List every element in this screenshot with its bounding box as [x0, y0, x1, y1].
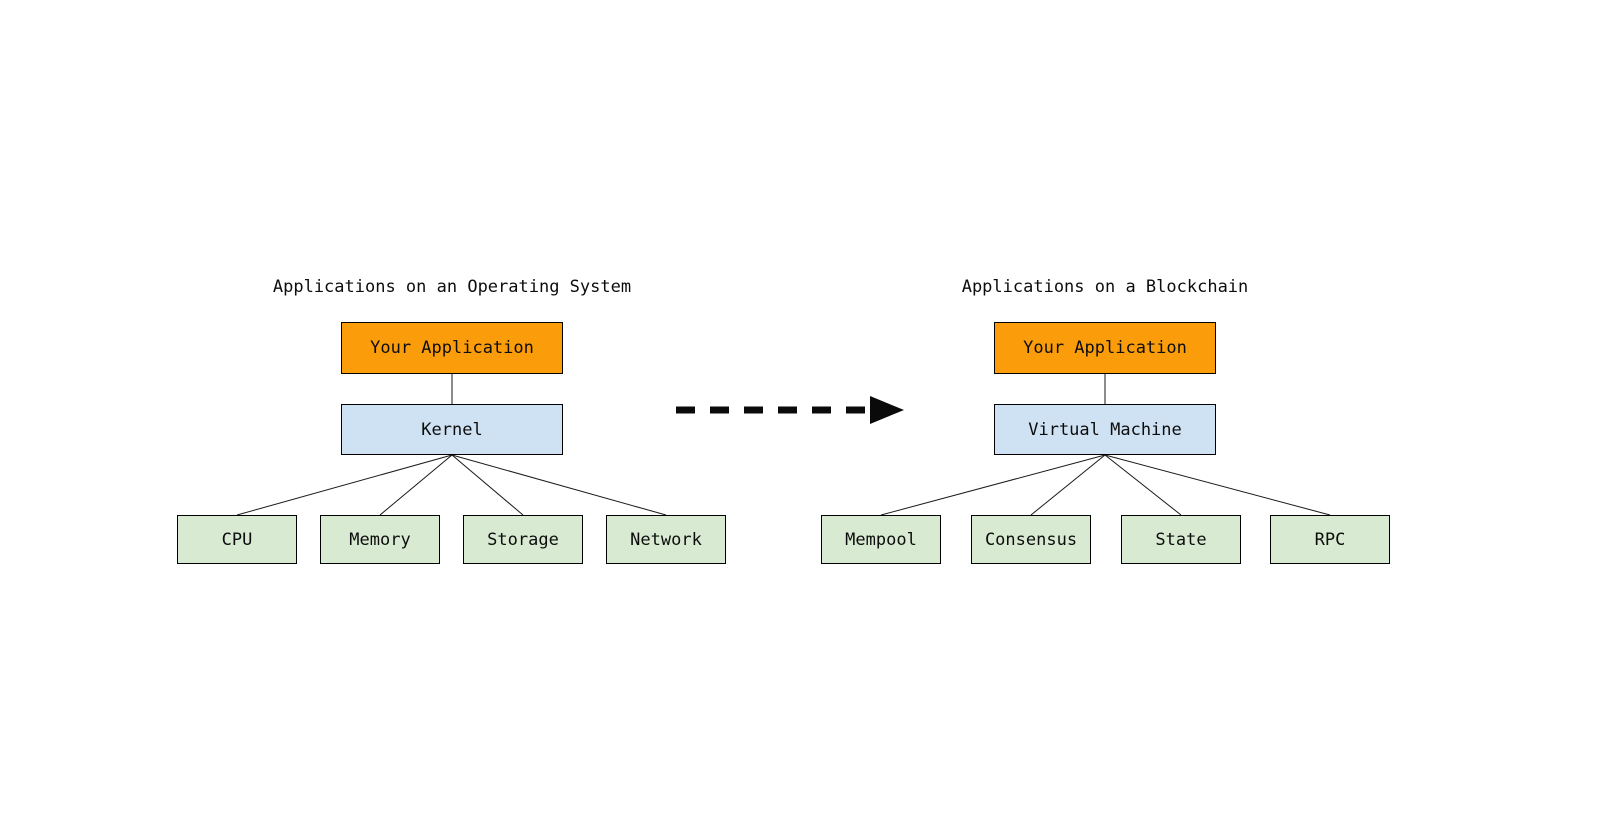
left-component-label-network: Network — [630, 529, 702, 550]
right-component-label-consensus: Consensus — [984, 529, 1078, 550]
left-fan-line-storage — [451, 454, 524, 516]
left-component-label-memory: Memory — [349, 529, 411, 550]
left-component-box-storage: Storage — [463, 515, 583, 564]
right-component-label-mempool: Mempool — [845, 529, 917, 550]
right-component-label-state: State — [1155, 529, 1207, 550]
left-kernel-label: Kernel — [421, 419, 483, 440]
right-your-application-label: Your Application — [1023, 338, 1187, 358]
right-component-box-mempool: Mempool — [821, 515, 941, 564]
left-component-label-storage: Storage — [487, 529, 559, 550]
right-diagram-title: Applications on a Blockchain — [961, 277, 1249, 297]
right-fan-line-rpc — [1104, 454, 1331, 516]
right-your-application-box: Your Application — [994, 322, 1216, 374]
left-fan-line-network — [451, 454, 667, 516]
right-component-box-consensus: Consensus — [971, 515, 1091, 564]
left-component-box-memory: Memory — [320, 515, 440, 564]
left-component-box-network: Network — [606, 515, 726, 564]
left-component-box-cpu: CPU — [177, 515, 297, 564]
left-your-application-label: Your Application — [370, 338, 534, 358]
right-virtual-machine-label: Virtual Machine — [1028, 419, 1182, 440]
right-component-box-state: State — [1121, 515, 1241, 564]
right-fan-line-mempool — [880, 454, 1106, 516]
right-component-label-rpc: RPC — [1314, 529, 1346, 550]
right-fan-line-consensus — [1030, 454, 1106, 516]
left-your-application-box: Your Application — [341, 322, 563, 374]
right-component-box-rpc: RPC — [1270, 515, 1390, 564]
right-virtual-machine-box: Virtual Machine — [994, 404, 1216, 455]
left-diagram-title: Applications on an Operating System — [272, 277, 632, 297]
left-fan-line-memory — [379, 454, 453, 516]
left-kernel-box: Kernel — [341, 404, 563, 455]
left-component-label-cpu: CPU — [221, 529, 253, 550]
left-fan-line-cpu — [236, 454, 453, 516]
transition-arrow-icon — [676, 396, 904, 424]
right-fan-line-state — [1104, 454, 1182, 516]
